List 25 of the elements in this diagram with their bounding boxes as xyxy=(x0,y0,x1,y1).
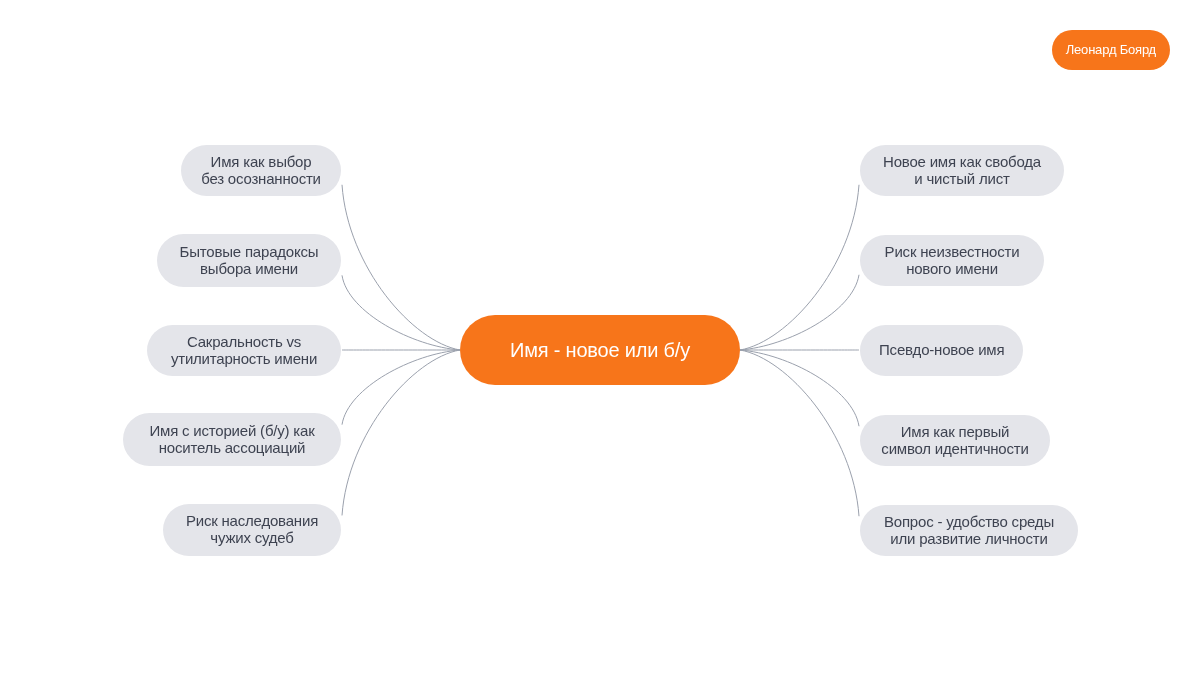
subtopic-pill xyxy=(147,325,341,376)
subtopic-label: Риск наследования чужих судеб xyxy=(184,513,320,547)
subtopic-pill xyxy=(157,234,341,287)
central-topic-label: Имя - новое или б/у xyxy=(510,338,690,362)
subtopic-pill xyxy=(860,415,1050,466)
author-tag xyxy=(1051,30,1170,70)
subtopic-pill xyxy=(181,145,341,196)
connector-line xyxy=(739,349,860,517)
subtopic-pill xyxy=(123,413,341,466)
subtopic-label: Имя как первый символ идентичности xyxy=(880,423,1030,458)
subtopic-label: Риск неизвестности нового имени xyxy=(883,243,1021,278)
subtopic-label: Псевдо-новое имя xyxy=(879,342,1005,359)
connector-line xyxy=(341,349,461,516)
subtopic-label: Бытовые парадоксы выбора имени xyxy=(178,243,320,278)
author-name: Леонард Боярд xyxy=(1065,42,1156,58)
subtopic-pill xyxy=(860,325,1024,376)
subtopic-pill xyxy=(860,145,1064,196)
subtopic-pill xyxy=(163,504,341,556)
subtopic-label: Вопрос - удобство среды или развитие личности xyxy=(883,513,1055,548)
subtopic-label: Сакральность vs утилитарность имени xyxy=(169,333,319,368)
subtopic-pill xyxy=(860,235,1044,286)
subtopic-label: Имя как выбор без осознанности xyxy=(200,153,322,188)
subtopic-pill xyxy=(860,505,1078,556)
subtopic-label: Новое имя как свобода и чистый лист xyxy=(882,153,1042,188)
subtopic-label: Имя с историей (б/у) как носитель ассоциаций xyxy=(148,422,316,457)
